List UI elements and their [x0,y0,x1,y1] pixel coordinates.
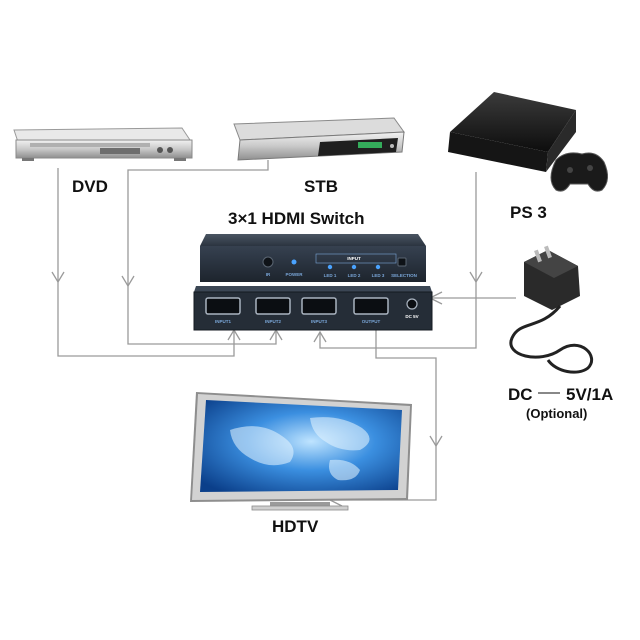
ps3-label: PS 3 [510,203,547,222]
switch-selection-label: SELECTION [391,273,417,278]
switch-title: 3×1 HDMI Switch [228,209,365,228]
port-output-label: OUTPUT [362,319,381,324]
world-map-graphic [230,417,370,481]
hdmi-switch [193,234,433,331]
dvd-arrow [51,271,65,284]
ps3-cable [319,172,477,349]
dvd-label: DVD [72,177,108,196]
dvd-player [13,127,193,161]
port-input3-label: INPUT3 [311,319,328,324]
hdmi-port-input2 [255,297,291,315]
switch-input-label: INPUT [347,256,361,261]
ir-sensor [262,256,274,268]
stb-cable [127,160,277,345]
switch-power-label: POWER [285,272,303,277]
stb-arrow [121,275,135,288]
switch-led3-label: LED 3 [372,273,385,278]
ps3-arrow [469,271,483,284]
switch-led1-label: LED 1 [324,273,337,278]
selection-button [397,257,407,267]
power-adapter [509,245,594,374]
dc-spec-label: 5V/1A [566,385,613,404]
hdmi-port-input1 [205,297,241,315]
dc-optional-label: (Optional) [526,406,587,421]
led-1 [327,264,333,270]
hdtv-label: HDTV [272,517,319,536]
stb-label: STB [304,177,338,196]
power-cord [509,305,594,374]
dc-label: DC [508,385,533,404]
hdtv [190,392,412,511]
controller-icon [550,152,608,192]
led-3 [375,264,381,270]
ps3-console [448,92,608,192]
port-input1-label: INPUT1 [215,319,232,324]
hdmi-port-input3 [301,297,337,315]
dc-jack [406,298,418,310]
input3-arrow [313,330,327,343]
dvd-cable [57,168,235,357]
switch-ir-label: IR [266,272,271,277]
led-2 [351,264,357,270]
set-top-box [233,117,405,161]
power-led [291,259,297,265]
port-input2-label: INPUT2 [265,319,282,324]
port-dc-label: DC 5V [405,314,418,319]
switch-led2-label: LED 2 [348,273,361,278]
output-arrow-down [429,435,443,448]
hdmi-port-output [353,297,389,315]
